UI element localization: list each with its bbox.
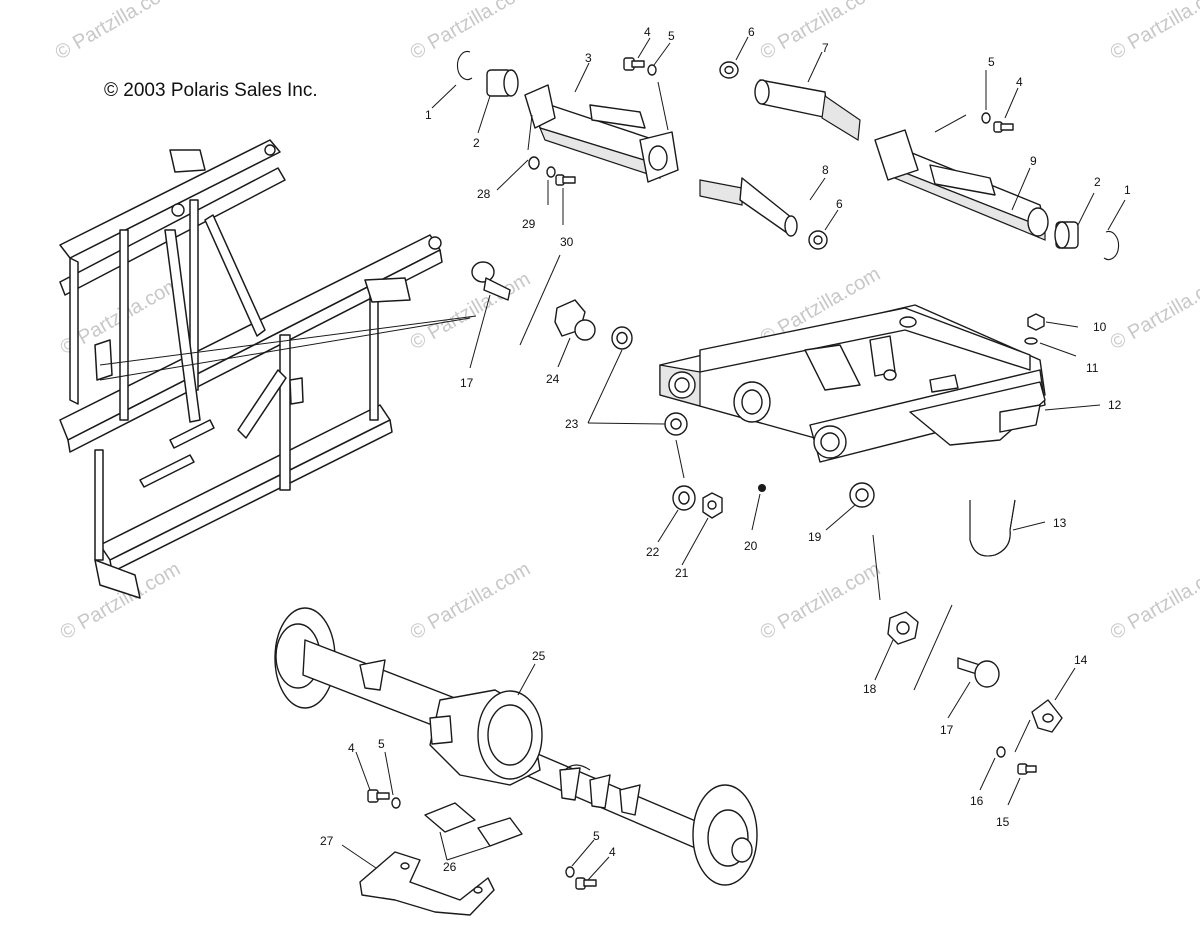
bushing-part-2b xyxy=(1054,221,1079,249)
callout-2: 2 xyxy=(473,136,480,150)
vehicle-frame xyxy=(59,139,443,599)
snap-ring-part-1 xyxy=(456,51,473,81)
watermark-text: © Partzilla.com xyxy=(1107,268,1200,354)
callout-18: 18 xyxy=(863,682,877,696)
pivot-pin-part-17b xyxy=(957,657,1000,688)
callout-13: 13 xyxy=(1053,516,1067,530)
bearing-bolt-part-18 xyxy=(887,611,919,645)
pivot-tube-part-3 xyxy=(524,84,679,183)
watermark-text: © Partzilla.com xyxy=(407,558,535,644)
bushing-part-2 xyxy=(486,69,519,97)
bushing-part-23 xyxy=(611,326,633,350)
axle-assembly-part-25 xyxy=(274,607,758,886)
callout-17: 17 xyxy=(940,723,954,737)
callout-26: 26 xyxy=(443,860,457,874)
callout-4: 4 xyxy=(644,25,651,39)
callout-16: 16 xyxy=(970,794,984,808)
callout-4: 4 xyxy=(348,741,355,755)
watermark-text: © Partzilla.com xyxy=(757,558,885,644)
pivot-shaft-part-8 xyxy=(699,177,798,237)
u-bolt-part-13 xyxy=(969,499,1016,557)
callout-20: 20 xyxy=(744,539,758,553)
callout-23: 23 xyxy=(565,417,579,431)
grease-fitting-part-20 xyxy=(758,484,766,492)
callout-5: 5 xyxy=(668,29,675,43)
copyright-notice: © 2003 Polaris Sales Inc. xyxy=(104,80,318,101)
callout-28: 28 xyxy=(477,187,491,201)
callout-1: 1 xyxy=(1124,183,1131,197)
callout-7: 7 xyxy=(822,41,829,55)
nut-part-10 xyxy=(1027,313,1045,331)
bolt-part-4d xyxy=(575,877,597,890)
callout-5: 5 xyxy=(378,737,385,751)
skid-plate-part-27 xyxy=(359,851,495,916)
callout-11: 11 xyxy=(1086,361,1099,375)
decal-part-26 xyxy=(424,802,523,847)
bushing-part-19 xyxy=(849,482,875,508)
callout-22: 22 xyxy=(646,545,660,559)
washer-part-16 xyxy=(996,746,1006,758)
watermark-text: © Partzilla.com xyxy=(1107,0,1200,64)
callout-5: 5 xyxy=(593,829,600,843)
washer-part-5d xyxy=(565,866,575,878)
pivot-tube-part-9 xyxy=(874,129,1049,241)
callout-25: 25 xyxy=(532,649,546,663)
callout-19: 19 xyxy=(808,530,822,544)
callout-21: 21 xyxy=(675,566,689,580)
bolt-part-4b xyxy=(993,121,1014,133)
callout-1: 1 xyxy=(425,108,432,122)
callout-17: 17 xyxy=(460,376,474,390)
watermark-text: © Partzilla.com xyxy=(407,0,535,64)
bolt-part-4 xyxy=(623,57,645,71)
nut-part-21 xyxy=(702,492,723,519)
bolt-part-15 xyxy=(1017,763,1037,775)
snap-ring-part-1b xyxy=(1103,231,1120,261)
leader-lines xyxy=(99,36,1126,881)
pivot-pin-part-17 xyxy=(471,261,511,301)
washer-part-5c xyxy=(391,797,401,809)
watermark-text: © Partzilla.com xyxy=(407,268,535,354)
callout-10: 10 xyxy=(1093,320,1107,334)
callout-27: 27 xyxy=(320,834,334,848)
callout-4: 4 xyxy=(609,845,616,859)
callout-labels: 1 2 3 4 5 6 7 5 4 8 6 9 2 1 28 29 30 17 … xyxy=(320,25,1131,874)
callout-5: 5 xyxy=(988,55,995,69)
bolt-part-4c xyxy=(367,789,390,803)
watermark-text: © Partzilla.com xyxy=(1107,558,1200,644)
callout-30: 30 xyxy=(560,235,574,249)
washer-part-5 xyxy=(647,64,657,76)
callout-9: 9 xyxy=(1030,154,1037,168)
callout-3: 3 xyxy=(585,51,592,65)
callout-14: 14 xyxy=(1074,653,1088,667)
washer-part-11 xyxy=(1024,337,1038,345)
washer-part-22 xyxy=(672,485,696,511)
callout-15: 15 xyxy=(996,815,1010,829)
bushing-part-6 xyxy=(719,61,739,79)
watermark-text: © Partzilla.com xyxy=(52,0,180,64)
pivot-shaft-part-7 xyxy=(754,79,861,142)
washer-part-5b xyxy=(981,112,991,124)
callout-6: 6 xyxy=(748,25,755,39)
cam-part-14 xyxy=(1031,699,1063,733)
bushing-part-6b xyxy=(808,230,828,250)
callout-24: 24 xyxy=(546,372,560,386)
callout-6: 6 xyxy=(836,197,843,211)
bolt-part-30 xyxy=(555,174,576,186)
callout-8: 8 xyxy=(822,163,829,177)
callout-2: 2 xyxy=(1094,175,1101,189)
callout-4: 4 xyxy=(1016,75,1023,89)
callout-29: 29 xyxy=(522,217,536,231)
swing-arm-part-12 xyxy=(659,304,1046,463)
washer-part-29 xyxy=(546,166,556,178)
callout-12: 12 xyxy=(1108,398,1122,412)
bearing-bolt-part-24 xyxy=(554,299,596,341)
washer-part-28 xyxy=(528,156,540,170)
bushing-part-23b xyxy=(664,412,688,436)
